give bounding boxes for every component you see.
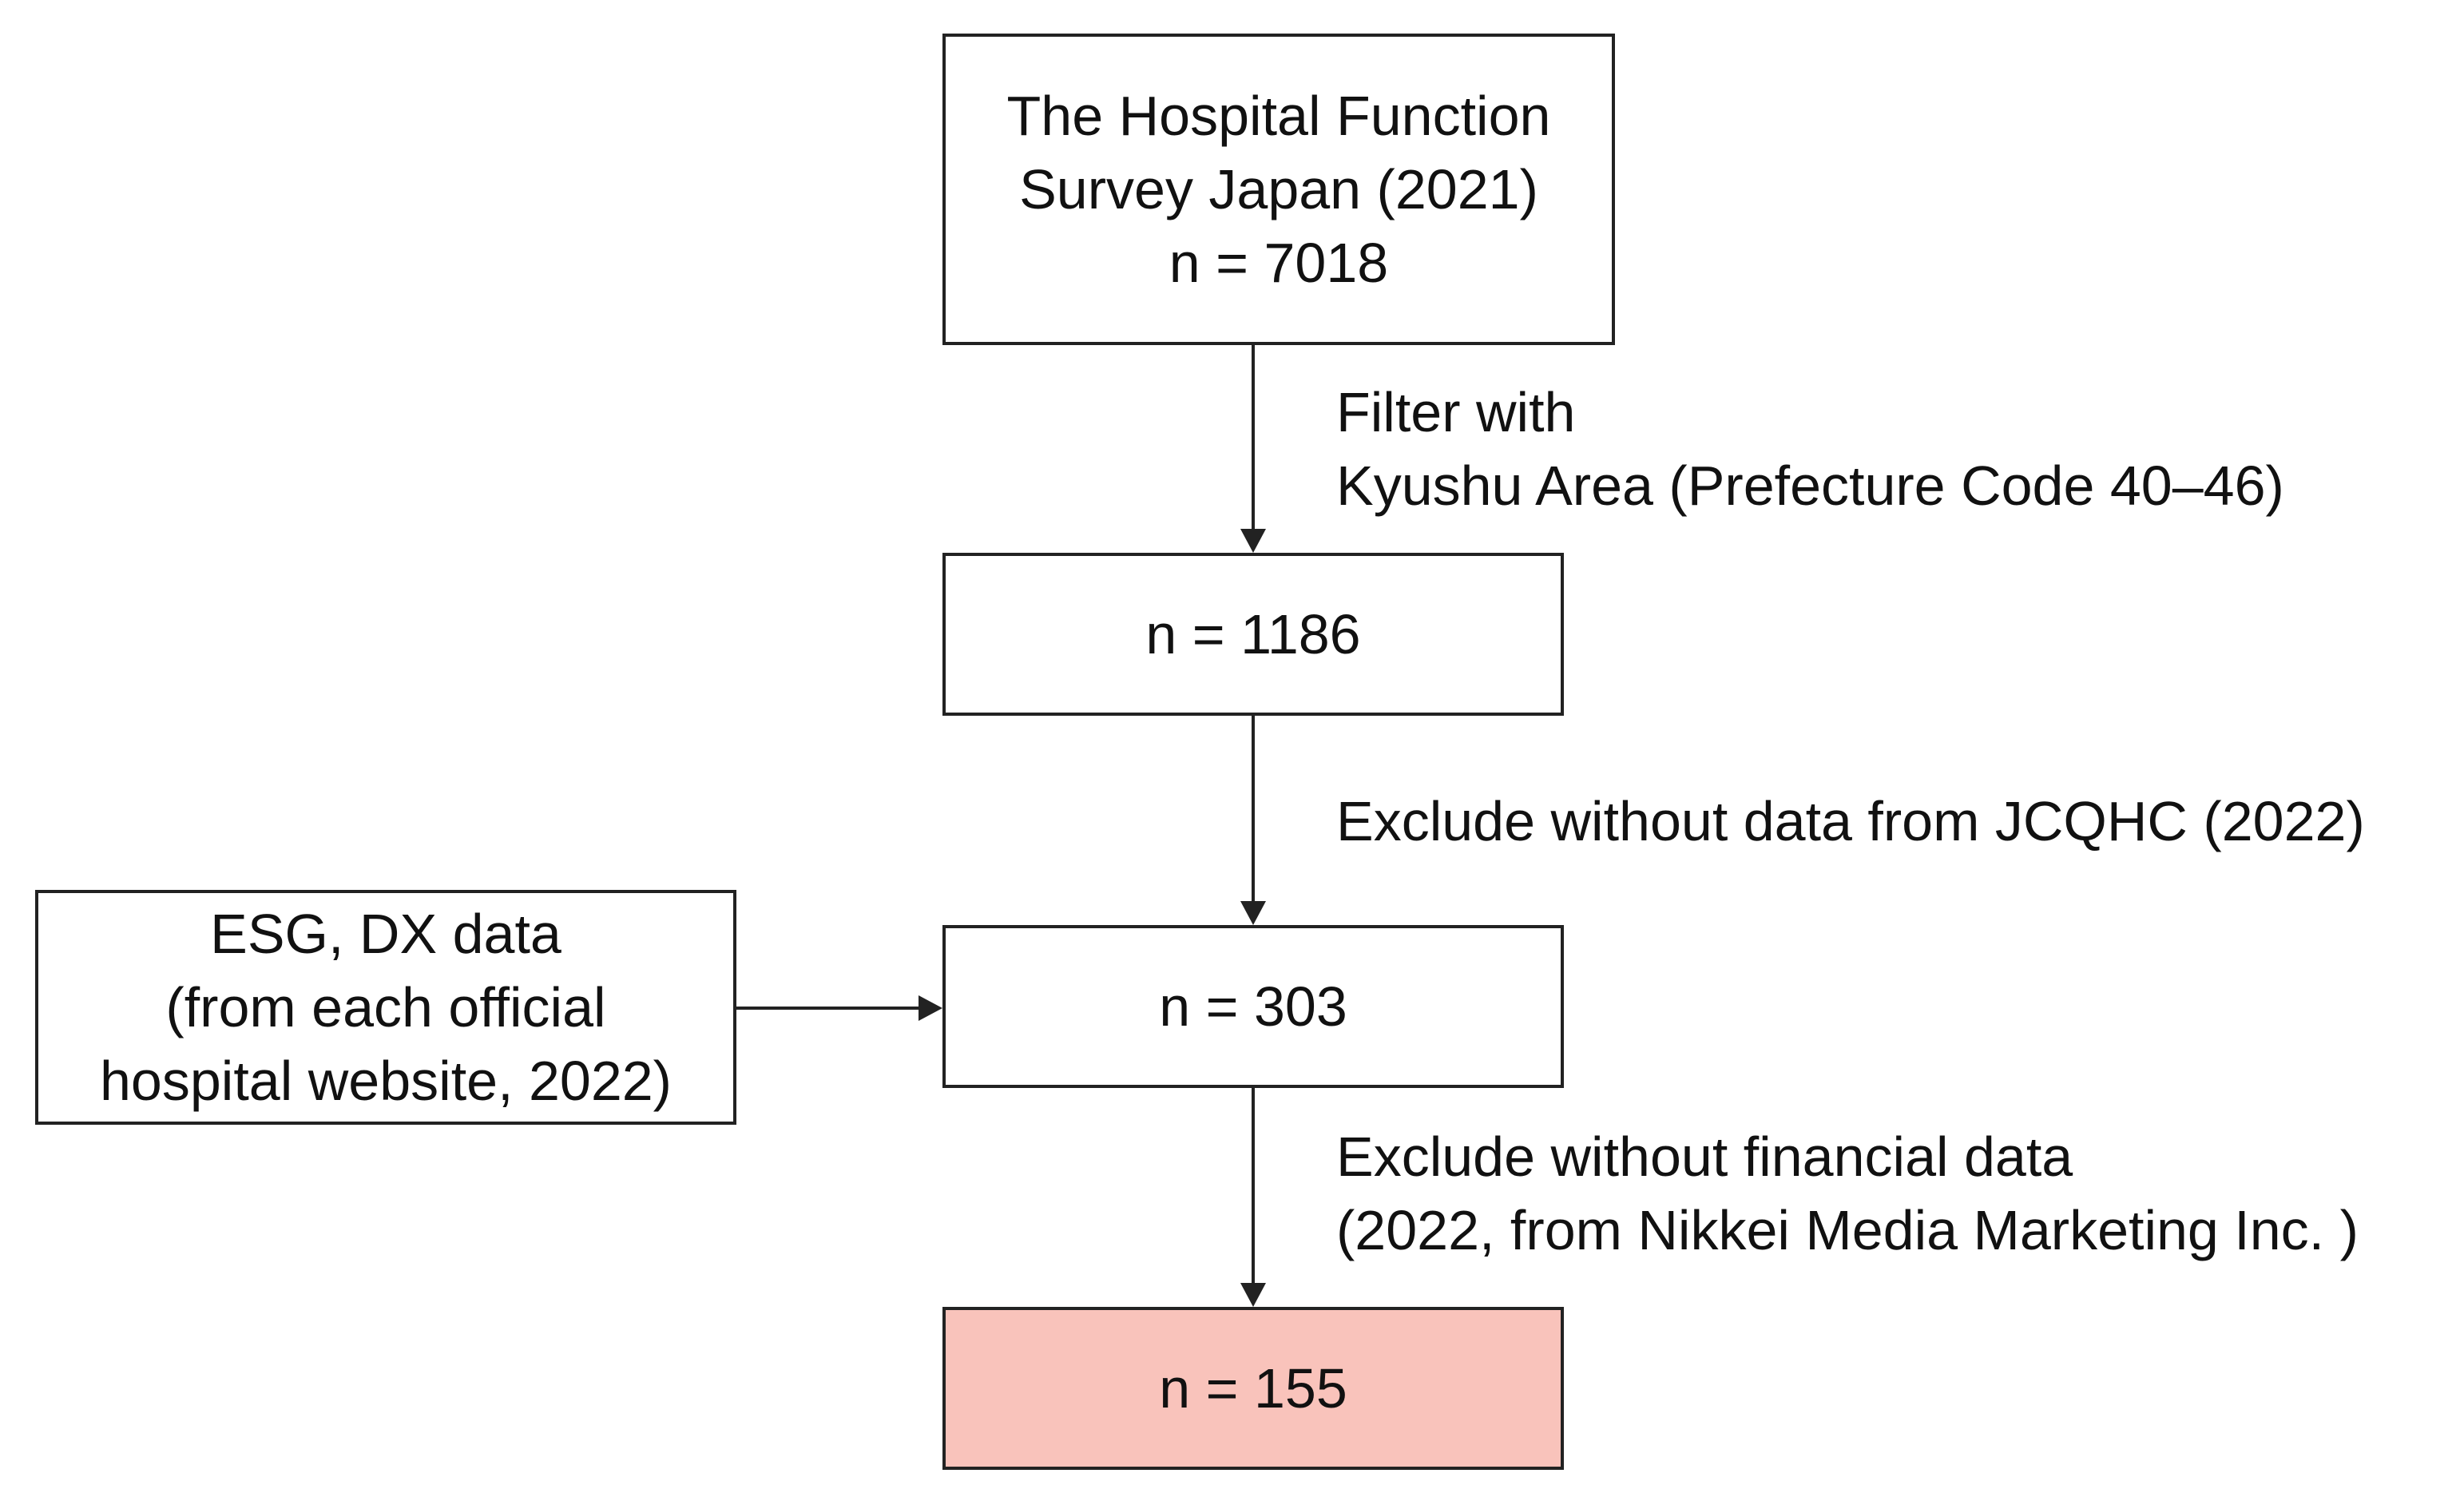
exclude-financial-label: Exclude without financial data (2022, fr… [1336,1120,2359,1267]
jcqhc-count: n = 303 [1159,975,1347,1038]
esg-dx-line-3: hospital website, 2022) [100,1050,672,1112]
arrow-kyushu-to-jcqhc [1240,715,1266,925]
arrow-jcqhc-to-final [1240,1086,1266,1307]
esg-dx-data-box: ESG, DX data (from each official hospita… [35,890,736,1125]
final-count: n = 155 [1159,1357,1347,1420]
jcqhc-count-box: n = 303 [942,925,1564,1088]
exclude-financial-line-2: (2022, from Nikkei Media Marketing Inc. … [1336,1199,2359,1261]
kyushu-count: n = 1186 [1145,603,1361,665]
arrow-source-to-kyushu [1240,343,1266,553]
arrow-esg-to-jcqhc [735,995,942,1021]
esg-dx-line-2: (from each official [165,976,606,1038]
exclude-financial-line-1: Exclude without financial data [1336,1126,2073,1188]
exclude-jcqhc-label: Exclude without data from JCQHC (2022) [1336,784,2365,858]
kyushu-count-box: n = 1186 [942,553,1564,716]
source-survey-line-1: The Hospital Function [1006,85,1551,147]
source-survey-count: n = 7018 [1169,232,1389,294]
filter-kyushu-line-2: Kyushu Area (Prefecture Code 40–46) [1336,455,2284,517]
exclude-jcqhc-line-1: Exclude without data from JCQHC (2022) [1336,790,2365,852]
source-survey-box: The Hospital Function Survey Japan (2021… [942,34,1615,345]
esg-dx-line-1: ESG, DX data [210,903,561,965]
filter-kyushu-line-1: Filter with [1336,381,1576,443]
source-survey-line-2: Survey Japan (2021) [1019,158,1538,220]
filter-kyushu-label: Filter with Kyushu Area (Prefecture Code… [1336,375,2284,522]
final-count-box: n = 155 [942,1307,1564,1470]
